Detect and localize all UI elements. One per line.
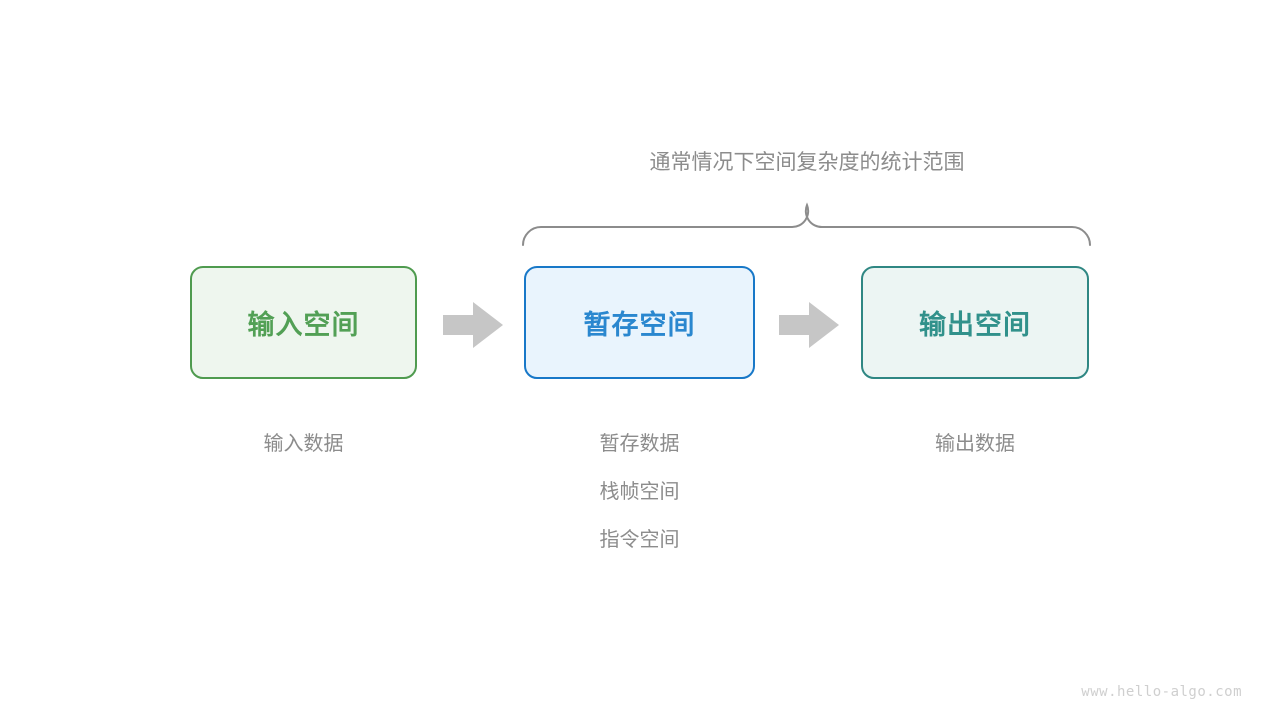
watermark: www.hello-algo.com bbox=[1081, 684, 1242, 700]
scope-caption-emphasis: 空间复杂度 bbox=[754, 151, 860, 174]
box-output-space: 输出空间 bbox=[861, 266, 1089, 379]
sub-label: 指令空间 bbox=[599, 529, 680, 551]
arrow-right-icon bbox=[443, 302, 503, 348]
sub-label: 输出数据 bbox=[935, 433, 1015, 455]
box-input-space: 输入空间 bbox=[190, 266, 417, 379]
arrow-right-icon bbox=[779, 302, 839, 348]
scope-caption: 通常情况下空间复杂度的统计范围 bbox=[650, 146, 965, 176]
scope-brace-icon bbox=[522, 202, 1091, 246]
sub-labels-input-space: 输入数据 bbox=[190, 420, 417, 468]
scope-caption-suffix: 的统计范围 bbox=[859, 151, 965, 174]
sub-labels-temp-space: 暂存数据 栈帧空间 指令空间 bbox=[524, 420, 755, 564]
box-input-space-label: 输入空间 bbox=[247, 310, 360, 340]
scope-caption-prefix: 通常情况下 bbox=[649, 151, 755, 174]
sub-label: 输入数据 bbox=[263, 433, 344, 455]
box-temp-space-label: 暂存空间 bbox=[583, 310, 696, 340]
box-temp-space: 暂存空间 bbox=[524, 266, 755, 379]
sub-label: 栈帧空间 bbox=[599, 481, 680, 503]
box-output-space-label: 输出空间 bbox=[919, 310, 1031, 340]
sub-label: 暂存数据 bbox=[599, 433, 680, 455]
sub-labels-output-space: 输出数据 bbox=[861, 420, 1089, 468]
